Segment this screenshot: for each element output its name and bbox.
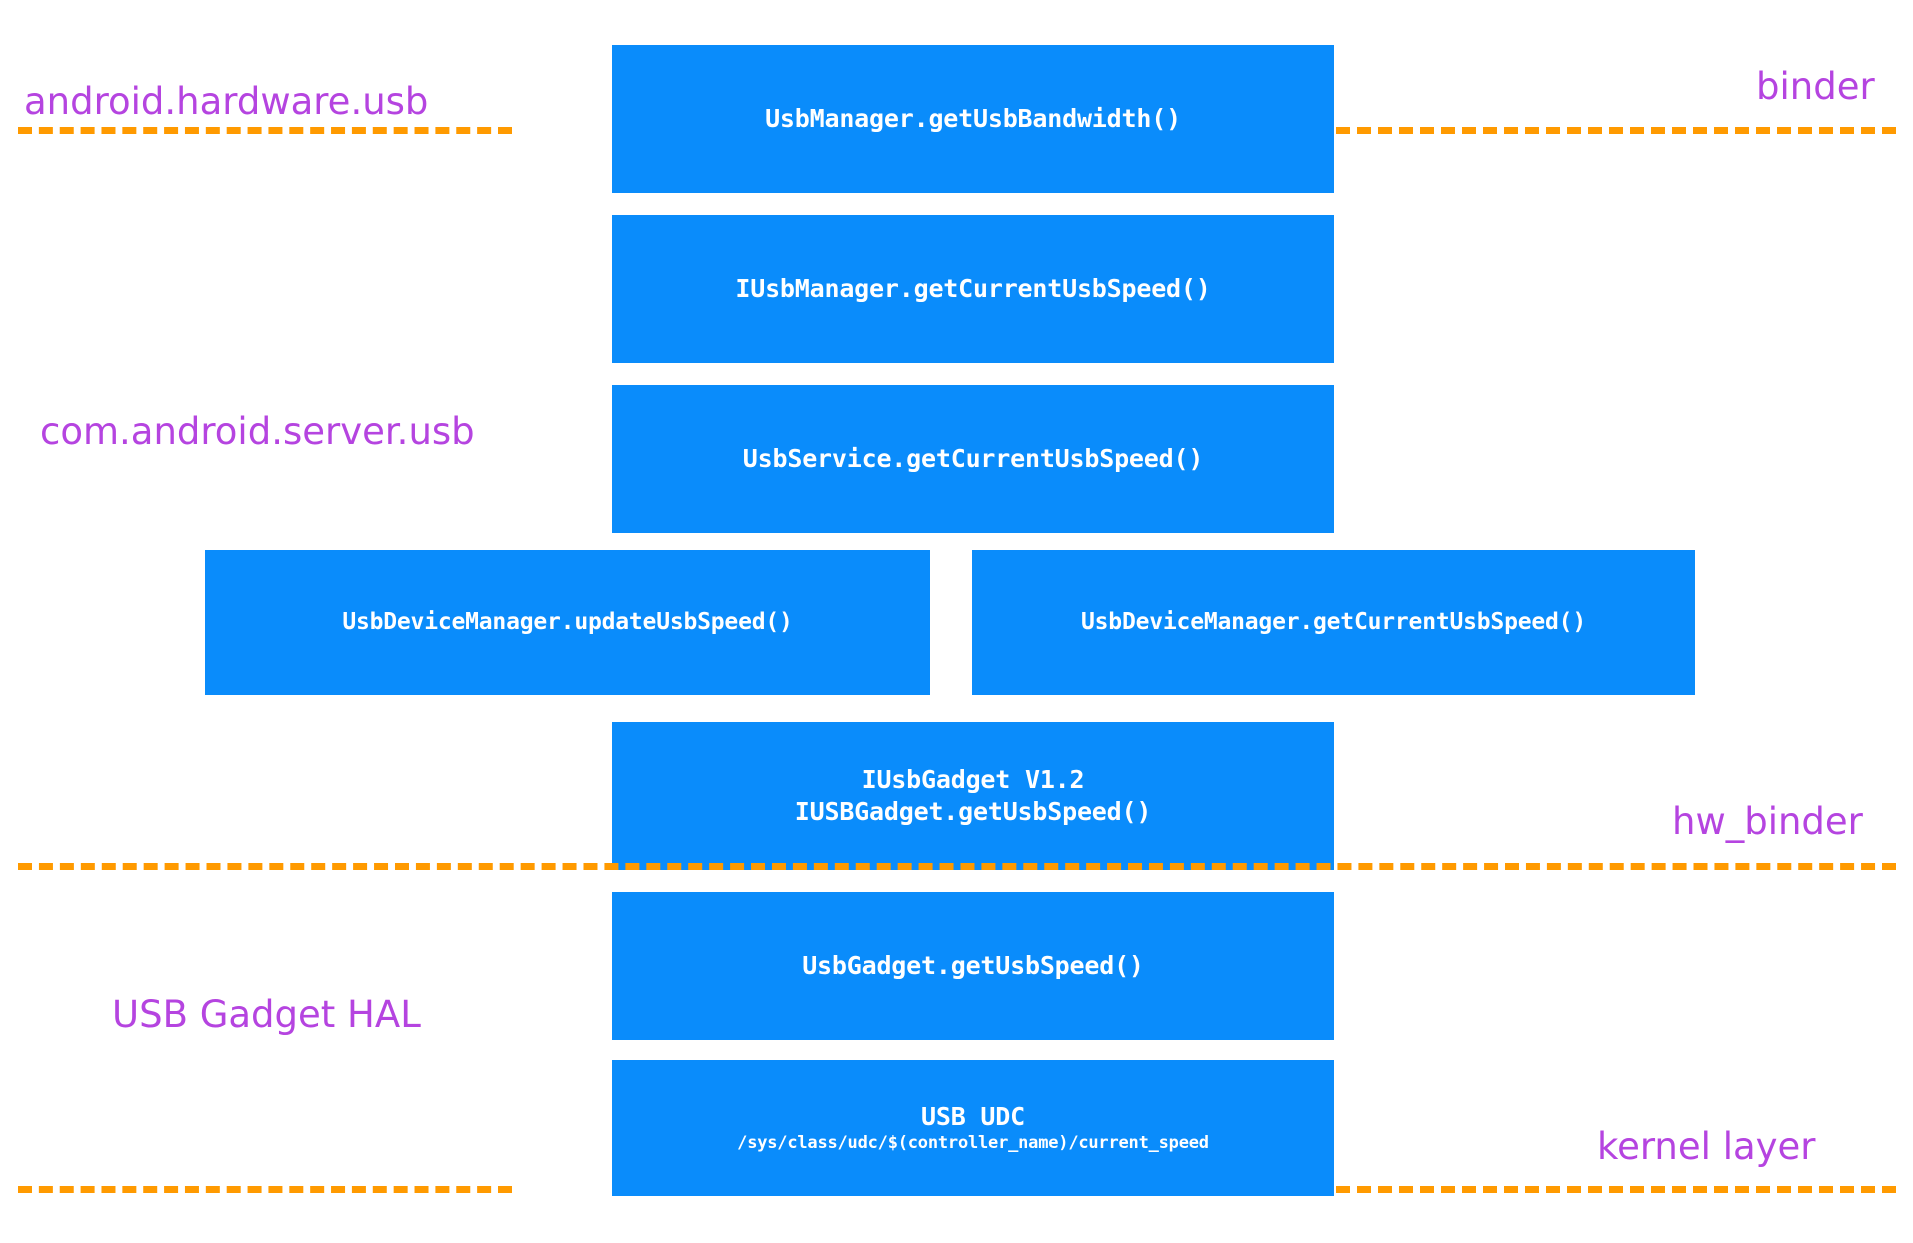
layer-label-binder: binder [1756,65,1875,108]
box-usb-udc[interactable]: USB UDC /sys/class/udc/$(controller_name… [612,1060,1334,1196]
box-label-line2: /sys/class/udc/$(controller_name)/curren… [737,1133,1209,1154]
box-usbservice-getcurrentusbspeed[interactable]: UsbService.getCurrentUsbSpeed() [612,385,1334,533]
box-usbdevicemanager-getcurrentusbspeed[interactable]: UsbDeviceManager.getCurrentUsbSpeed() [972,550,1695,695]
box-iusbmanager-getcurrentusbspeed[interactable]: IUsbManager.getCurrentUsbSpeed() [612,215,1334,363]
separator-binder-left [18,127,512,134]
layer-label-kernel-layer: kernel layer [1597,1125,1816,1168]
box-label-line1: UsbDeviceManager.getCurrentUsbSpeed() [1081,608,1586,635]
separator-kernel-layer-right [1336,1186,1896,1193]
box-label-line2: IUSBGadget.getUsbSpeed() [794,797,1152,826]
layer-label-usb-gadget-hal: USB Gadget HAL [112,993,421,1036]
layer-label-android-hardware-usb: android.hardware.usb [24,80,429,123]
box-usbmanager-getusbbandwidth[interactable]: UsbManager.getUsbBandwidth() [612,45,1334,193]
box-label-line1: USB UDC [921,1102,1025,1132]
box-label-line1: UsbDeviceManager.updateUsbSpeed() [342,608,793,635]
box-usbgadget-getusbspeed[interactable]: UsbGadget.getUsbSpeed() [612,892,1334,1040]
separator-hw-binder [18,863,1896,870]
layer-label-hw-binder: hw_binder [1672,800,1863,843]
box-iusbgadget[interactable]: IUsbGadget V1.2 IUSBGadget.getUsbSpeed() [612,722,1334,870]
separator-kernel-layer-left [18,1186,512,1193]
layer-label-com-android-server-usb: com.android.server.usb [40,410,475,453]
box-label-line1: IUsbGadget V1.2 [861,765,1085,794]
box-usbdevicemanager-updateusbspeed[interactable]: UsbDeviceManager.updateUsbSpeed() [205,550,930,695]
box-label-line1: UsbService.getCurrentUsbSpeed() [742,444,1204,473]
box-label-line1: UsbGadget.getUsbSpeed() [802,951,1144,980]
separator-binder-right [1336,127,1896,134]
box-label-line1: IUsbManager.getCurrentUsbSpeed() [735,274,1211,303]
box-label-line1: UsbManager.getUsbBandwidth() [765,104,1181,133]
